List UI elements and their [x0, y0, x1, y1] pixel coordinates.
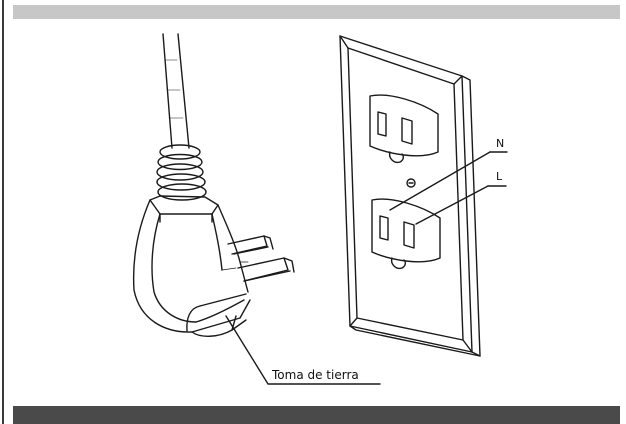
label-ground: Toma de tierra	[271, 368, 359, 382]
grounded-plug-icon	[132, 33, 295, 337]
neutral-leader-line	[389, 151, 491, 211]
label-live: L	[496, 170, 503, 183]
label-neutral: N	[496, 137, 504, 150]
bottom-footer-bar	[13, 406, 620, 424]
duplex-outlet-icon	[339, 35, 481, 357]
callout-lines	[225, 151, 508, 385]
left-border	[2, 0, 4, 424]
live-leader-line	[415, 185, 489, 225]
top-header-bar	[13, 5, 620, 19]
ground-leader-line	[225, 315, 381, 385]
